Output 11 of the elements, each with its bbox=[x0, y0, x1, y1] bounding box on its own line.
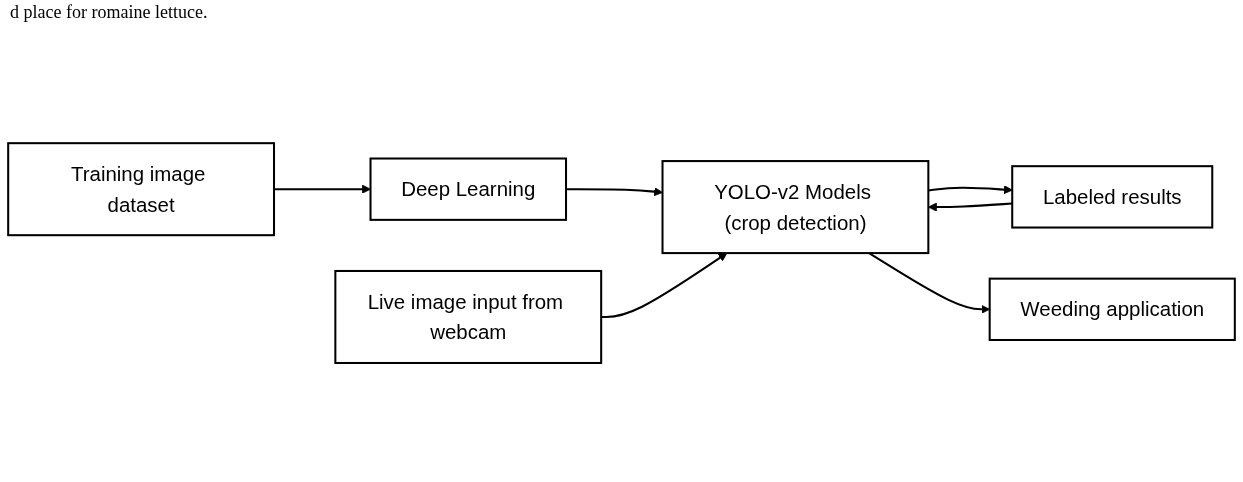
node-box: Weeding application bbox=[988, 277, 1236, 341]
node-box: Training image dataset bbox=[7, 142, 276, 237]
arrow bbox=[274, 184, 371, 194]
arrow bbox=[601, 252, 728, 318]
arrow bbox=[566, 187, 663, 197]
arrow bbox=[928, 185, 1013, 195]
node-box: YOLO-v2 Models (crop detection) bbox=[661, 159, 930, 254]
node-box: Live image input from webcam bbox=[334, 269, 603, 364]
node-box: Deep Learning bbox=[369, 157, 568, 221]
note-text: d place for romaine lettuce. bbox=[10, 2, 208, 22]
node-box: Labeled results bbox=[1011, 165, 1214, 229]
